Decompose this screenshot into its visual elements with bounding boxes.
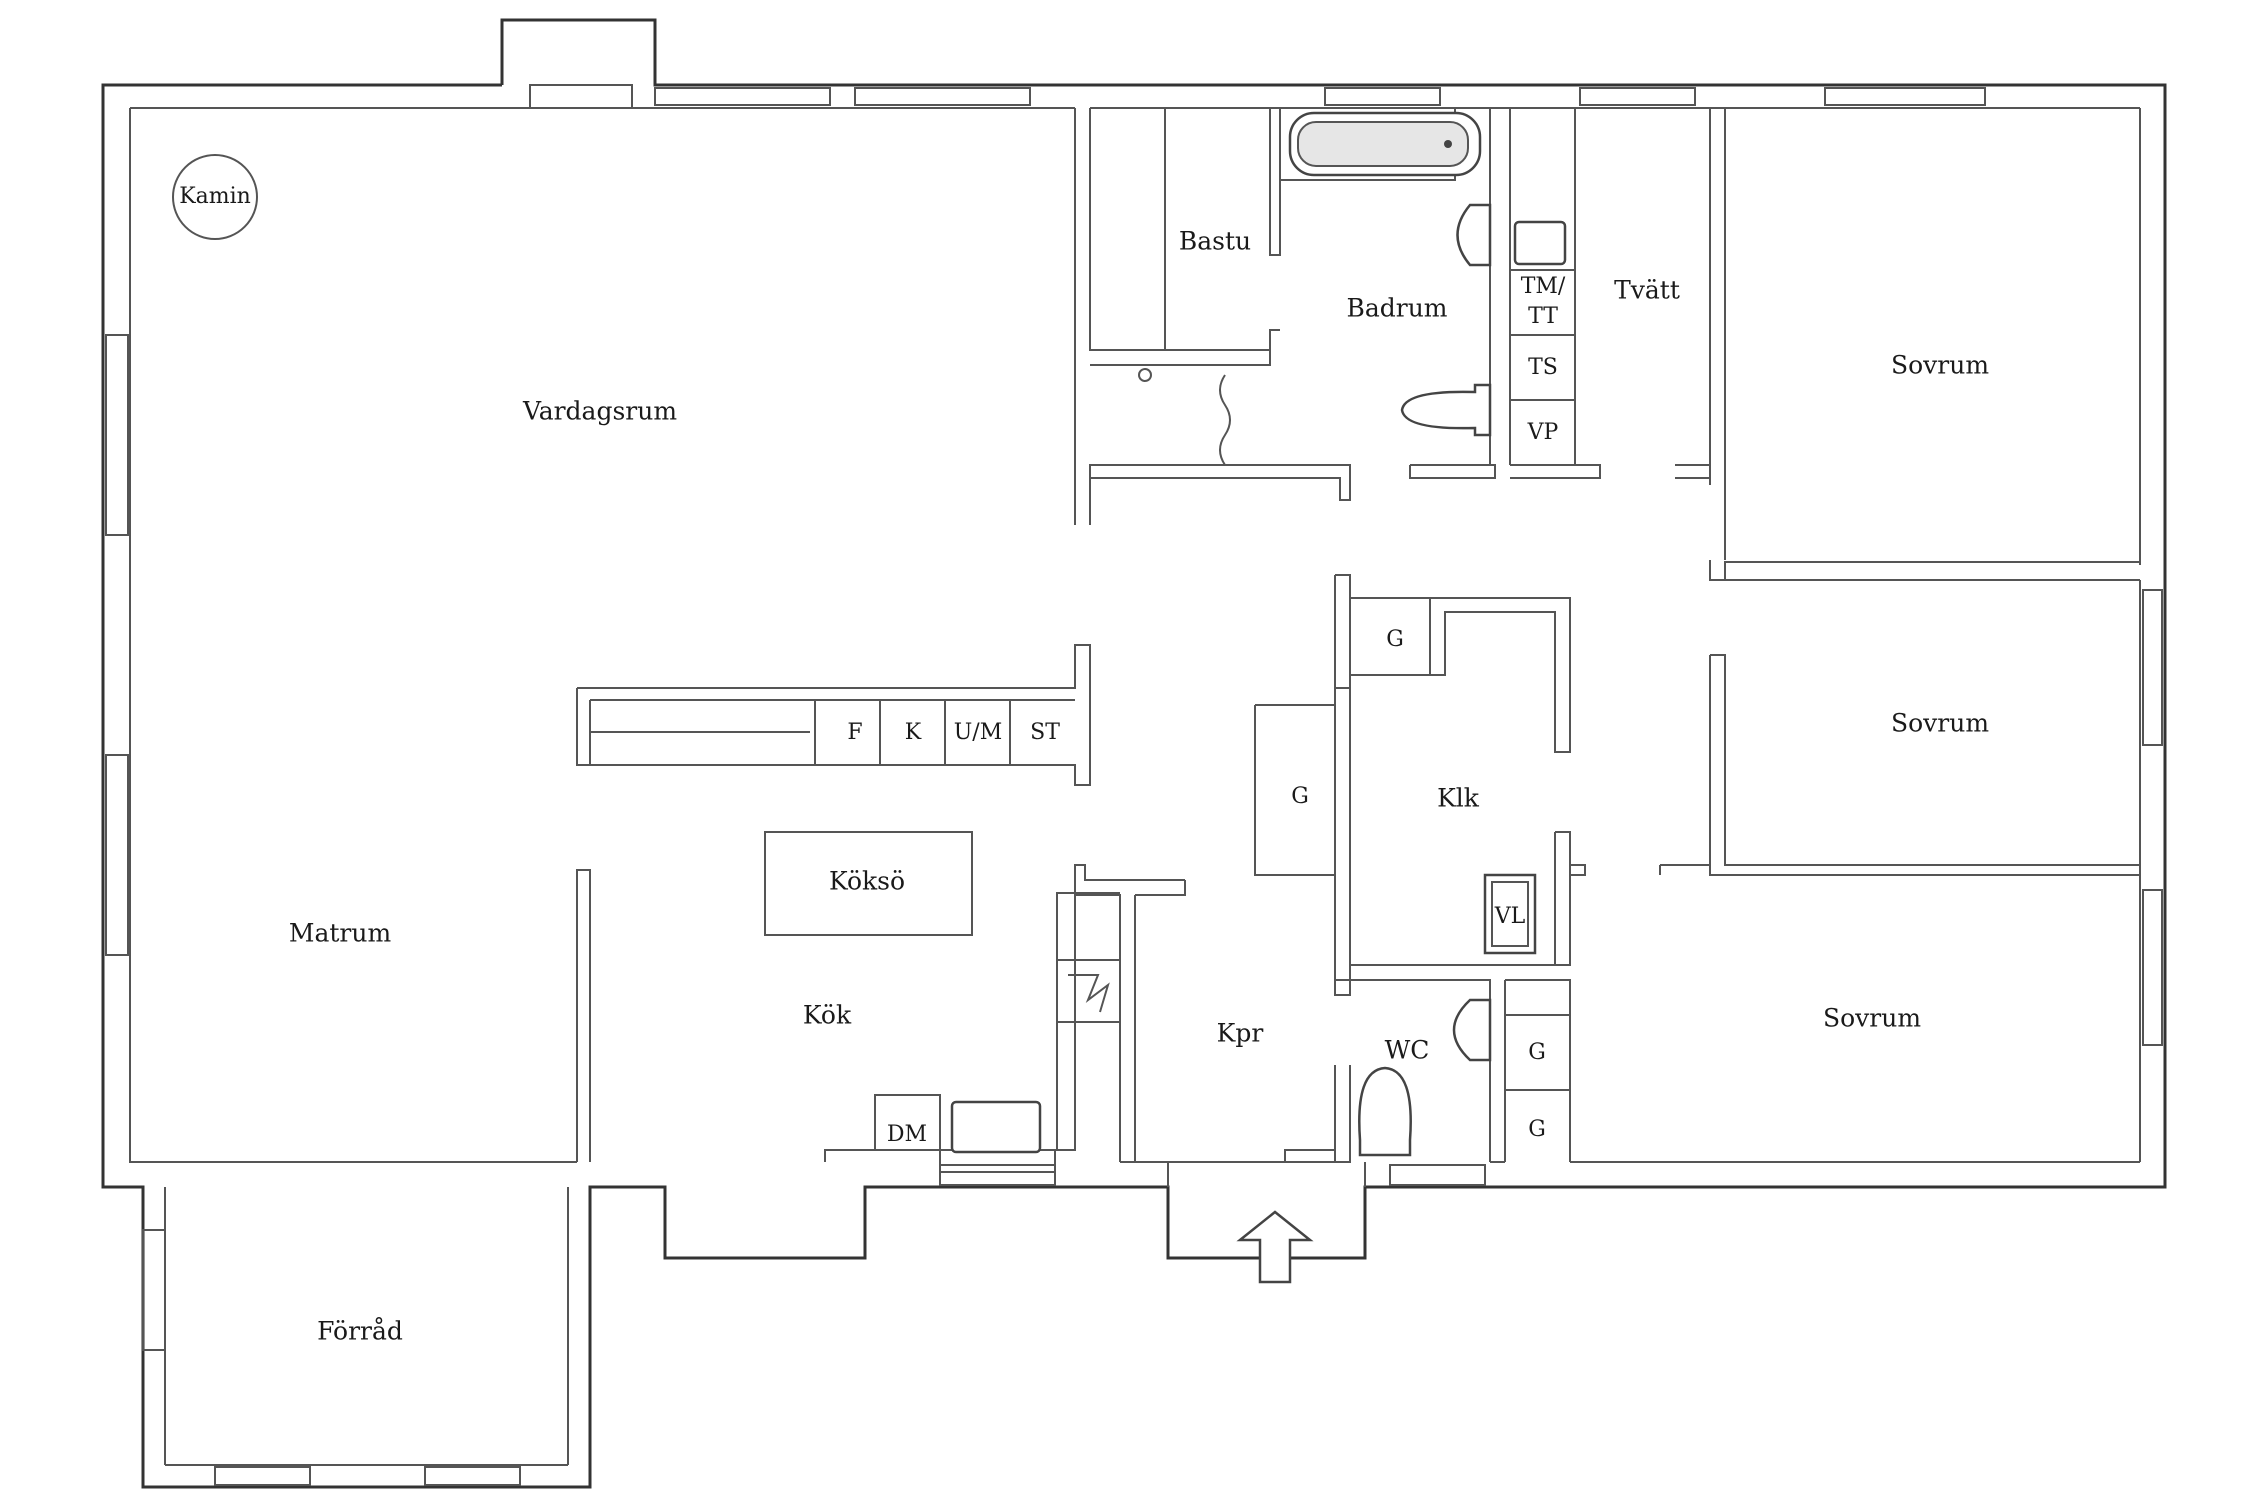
fixture-labels: Kamin F K U/M ST DM TM/ TT TS VP VL G G … (179, 184, 1566, 1147)
entrance-arrow-icon (1236, 1210, 1314, 1284)
label-oven: U/M (954, 720, 1002, 745)
label-kamin: Kamin (179, 184, 251, 209)
room-wc: WC (1385, 1036, 1430, 1065)
room-sovrum-1: Sovrum (1891, 351, 1989, 380)
label-ts: TS (1528, 355, 1558, 380)
label-tm-tt-2: TT (1528, 304, 1558, 329)
room-labels: Vardagsrum Matrum Förråd Kök Köksö Bastu… (289, 227, 1989, 1346)
label-closet-kpr: G (1291, 784, 1309, 809)
label-fridge: K (905, 720, 922, 745)
room-badrum: Badrum (1346, 294, 1447, 323)
fixtures (172, 111, 1567, 1284)
utility-sink-icon (1513, 220, 1567, 266)
water-heater-icon (1483, 873, 1537, 955)
label-freezer: F (847, 720, 862, 745)
shower-head-icon (1138, 368, 1152, 382)
room-vardagsrum: Vardagsrum (522, 397, 677, 426)
room-bastu: Bastu (1179, 227, 1251, 256)
interior-walls (576, 108, 2140, 1187)
shower-curtain-icon (1219, 374, 1231, 466)
room-tvatt: Tvätt (1614, 276, 1680, 305)
room-matrum: Matrum (289, 919, 392, 948)
room-kpr: Kpr (1217, 1019, 1264, 1048)
room-kokso: Köksö (829, 867, 905, 896)
room-klk: Klk (1437, 784, 1480, 813)
fireplace-icon (172, 154, 258, 240)
double-sink-icon (950, 1100, 1042, 1154)
room-sovrum-2: Sovrum (1891, 709, 1989, 738)
room-kok: Kök (803, 1001, 852, 1030)
wc-toilet-icon (1358, 1066, 1412, 1157)
label-closet-wc-2: G (1528, 1117, 1546, 1142)
room-sovrum-3: Sovrum (1823, 1004, 1921, 1033)
label-dishwasher: DM (887, 1122, 927, 1147)
label-tm-tt-1: TM/ (1521, 274, 1566, 299)
toilet-icon (1400, 383, 1492, 437)
label-cabinet: ST (1030, 720, 1060, 745)
outer-walls (101, 18, 2167, 1489)
windows (105, 84, 2163, 1486)
label-closet-wc-1: G (1528, 1040, 1546, 1065)
sink-icon (1456, 203, 1492, 267)
label-vp: VP (1527, 420, 1559, 445)
label-vl: VL (1494, 904, 1526, 929)
wc-sink-icon (1452, 998, 1492, 1062)
label-closet-klk-top: G (1386, 627, 1404, 652)
room-forrad: Förråd (317, 1317, 403, 1346)
